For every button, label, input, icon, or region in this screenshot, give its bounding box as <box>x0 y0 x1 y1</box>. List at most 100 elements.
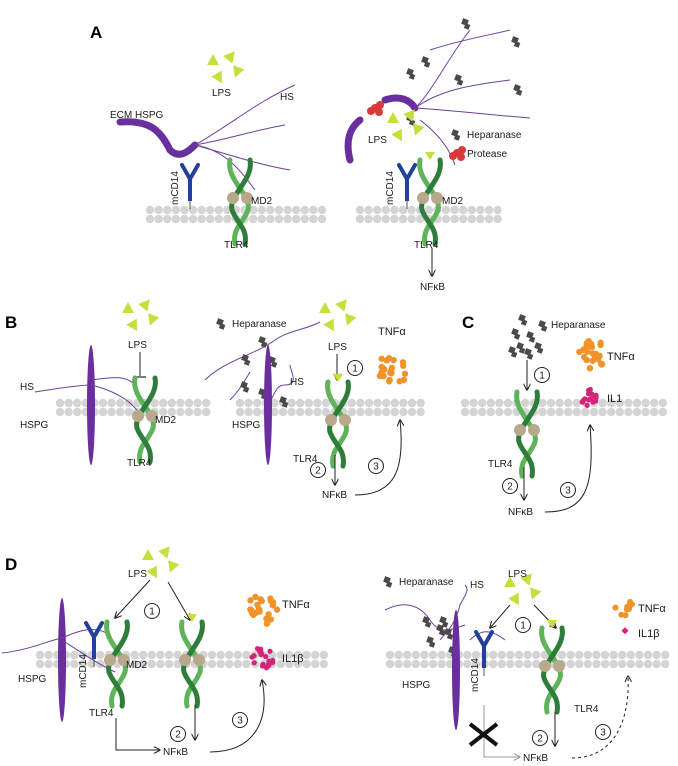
tlr4-label: TLR4 <box>293 454 318 465</box>
hspg-fragment <box>344 116 364 164</box>
mcd14-label: mCD14 <box>470 658 481 692</box>
heparanase-square-icon <box>451 129 461 141</box>
lps-triangles-icon <box>387 109 425 142</box>
heparanase-square-icon <box>383 576 393 588</box>
heparanase-square-icon <box>216 318 226 330</box>
heparanase-legend-label: Heparanase <box>467 130 522 141</box>
il1-cluster-icon <box>579 386 599 408</box>
step-number: 2 <box>537 734 543 745</box>
secretion-arrow <box>209 680 264 753</box>
tlr4-label: TLR4 <box>224 240 249 251</box>
mcd14-label: mCD14 <box>78 654 89 688</box>
step-number: 3 <box>373 462 379 473</box>
hspg-label: HSPG <box>402 680 431 691</box>
hs-chain <box>34 384 92 393</box>
hs-chain <box>429 29 511 51</box>
il1b-label: IL1β <box>282 653 304 665</box>
step-1-marker: 1 <box>534 367 550 383</box>
lps-label: LPS <box>328 342 347 353</box>
md2-label: MD2 <box>442 196 464 207</box>
step-3-marker: 3 <box>560 482 576 498</box>
step-3-marker: 3 <box>595 724 611 740</box>
tlr4-receptor <box>417 152 443 247</box>
step-number: 3 <box>600 728 606 739</box>
step-1-marker: 1 <box>515 617 531 633</box>
tnfa-cluster-icon <box>576 337 606 372</box>
membrane-c <box>460 398 667 417</box>
ecm-hspg-a-left <box>116 118 199 158</box>
md2-label: MD2 <box>126 660 148 671</box>
lps-triangles-icon <box>319 299 357 332</box>
hs-label: HS <box>470 580 484 591</box>
hs-chain <box>204 321 321 381</box>
hs-chain <box>414 79 511 109</box>
reduced-secretion-arrow <box>571 676 628 759</box>
tlr4-label: TLR4 <box>488 459 513 470</box>
hs-chain <box>267 364 294 406</box>
tnfa-label: TNFα <box>282 599 310 611</box>
secretion-arrow <box>354 420 401 496</box>
step-1-marker: 1 <box>347 360 363 376</box>
hs-label: HS <box>290 377 304 388</box>
membrane-b-right <box>235 398 425 417</box>
il1b-dot-icon <box>621 627 629 635</box>
hspg-label: HSPG <box>232 420 261 431</box>
step-3-marker: 3 <box>368 458 384 474</box>
mcd14-receptor <box>84 621 104 667</box>
step-2-marker: 2 <box>532 730 548 746</box>
signal-arrow <box>115 579 151 618</box>
signal-arrow <box>115 718 160 750</box>
step-3-marker: 3 <box>232 712 248 728</box>
tlr4-receptor <box>132 375 158 465</box>
tlr4-label: TLR4 <box>574 704 599 715</box>
lps-triangles-icon <box>207 51 245 84</box>
il1-label: IL1 <box>607 393 622 405</box>
panel-b-letter: B <box>5 313 17 332</box>
step-2-marker: 2 <box>170 726 186 742</box>
nfkb-label: NFκB <box>163 747 188 758</box>
protease-legend-label: Protease <box>467 149 507 160</box>
tlr4-receptor <box>539 620 565 715</box>
step-number: 3 <box>565 486 571 497</box>
mcd14-receptor <box>180 163 200 209</box>
hs-chain <box>194 124 286 146</box>
tlr4-label: TLR4 <box>414 240 439 251</box>
mcd14-label: mCD14 <box>385 171 396 205</box>
tlr4-receptor <box>104 619 130 709</box>
heparanase-squares <box>508 314 548 360</box>
tlr4-receptor <box>179 614 205 709</box>
md2-label: MD2 <box>155 415 177 426</box>
hs-chain <box>414 29 471 109</box>
panel-d-letter: D <box>5 555 17 574</box>
step-number: 3 <box>237 716 243 727</box>
block-x-icon <box>468 722 499 747</box>
hspg-label: HSPG <box>20 420 49 431</box>
tlr4-receptor <box>227 157 253 247</box>
mcd14-receptor <box>474 630 494 676</box>
nfkb-label: NFκB <box>420 282 445 293</box>
tnfa-label: TNFα <box>378 326 406 338</box>
hs-chain <box>384 604 466 631</box>
md2-label: MD2 <box>251 196 273 207</box>
hs-chain <box>419 119 456 166</box>
tnfa-cluster-icon <box>376 354 409 385</box>
tlr4-label: TLR4 <box>89 708 114 719</box>
tlr4-receptor <box>514 389 540 479</box>
tlr4-receptor <box>325 374 351 469</box>
mcd14-label: mCD14 <box>170 171 181 205</box>
tnfa-label: TNFα <box>638 603 666 615</box>
step-2-marker: 2 <box>310 462 326 478</box>
step-number: 1 <box>520 621 526 632</box>
hspg-core <box>264 345 272 465</box>
membrane-d-right <box>385 650 670 669</box>
step-number: 1 <box>352 364 358 375</box>
nfkb-label: NFκB <box>322 490 347 501</box>
hs-chain <box>61 639 116 673</box>
heparanase-label: Heparanase <box>399 577 454 588</box>
nfkb-label: NFκB <box>508 507 533 518</box>
mcd14-receptor <box>397 163 417 209</box>
heparanase-label: Heparanase <box>232 319 287 330</box>
lps-label: LPS <box>212 88 231 99</box>
hspg-label: HSPG <box>18 674 47 685</box>
